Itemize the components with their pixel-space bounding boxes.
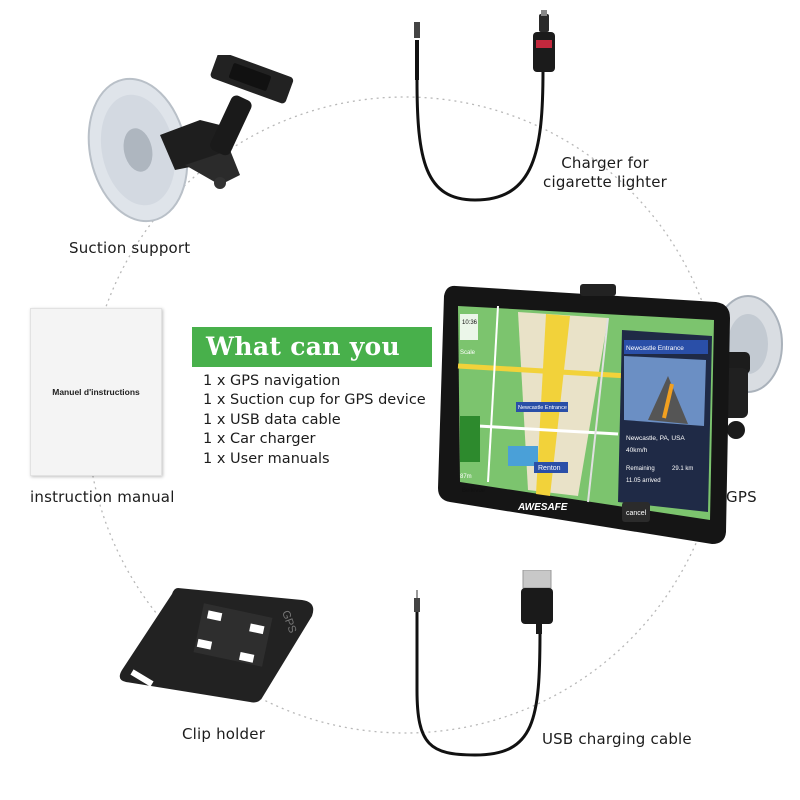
clip-holder-label: Clip holder (182, 725, 266, 743)
usb-cable-label: USB charging cable (542, 730, 692, 748)
gps-turn-distance: 87m (460, 474, 472, 480)
gps-device-image: 10:36 Scale 87m Bellevue Newcastle Entra… (438, 284, 783, 544)
gps-cancel-label: cancel (626, 510, 647, 517)
list-item: 1 x GPS navigation (203, 373, 341, 389)
gps-brand-logo: AWESAFE (517, 502, 568, 513)
gps-label: GPS (726, 488, 757, 506)
list-item: 1 x USB data cable (203, 411, 341, 428)
instruction-manual-label: instruction manual (30, 488, 175, 506)
usb-cable-image (414, 570, 553, 757)
charger-label-line2: cigarette lighter (543, 173, 667, 191)
manual-cover-title: Manuel d'instructions (52, 387, 140, 397)
clip-holder-image: GPS (119, 588, 314, 703)
gps-map-street: Newcastle Entrance (518, 405, 567, 411)
gps-next-street: Newcastle Entrance (626, 345, 684, 352)
contents-list: 1 x GPS navigation 1 x Suction cup for G… (203, 372, 426, 469)
gps-city: Renton (538, 465, 561, 472)
list-item: 1 x Suction cup for GPS device (203, 392, 426, 409)
instruction-manual-image: Manuel d'instructions (30, 308, 162, 476)
gps-location: Newcastle, PA, USA (626, 435, 685, 442)
gps-scale: Scale (460, 350, 476, 356)
gps-time: 10:36 (462, 320, 478, 326)
suction-support-image (87, 55, 294, 223)
list-item: 1 x Car charger (203, 431, 316, 448)
gps-arrival: 11.05 arrived (626, 478, 661, 484)
gps-remaining-label: Remaining (626, 466, 655, 472)
headline-banner: What can you get (192, 327, 432, 401)
gps-area: Bellevue (462, 488, 486, 494)
suction-support-label: Suction support (69, 239, 191, 257)
car-charger-image (414, 10, 555, 202)
charger-label: Charger for cigarette lighter (535, 154, 675, 192)
gps-remaining-distance: 29.1 km (672, 466, 693, 472)
list-item: 1 x User manuals (203, 450, 330, 467)
gps-speed: 40km/h (626, 447, 648, 454)
gps-cancel-button[interactable] (622, 502, 650, 522)
charger-label-line1: Charger for (561, 154, 649, 172)
